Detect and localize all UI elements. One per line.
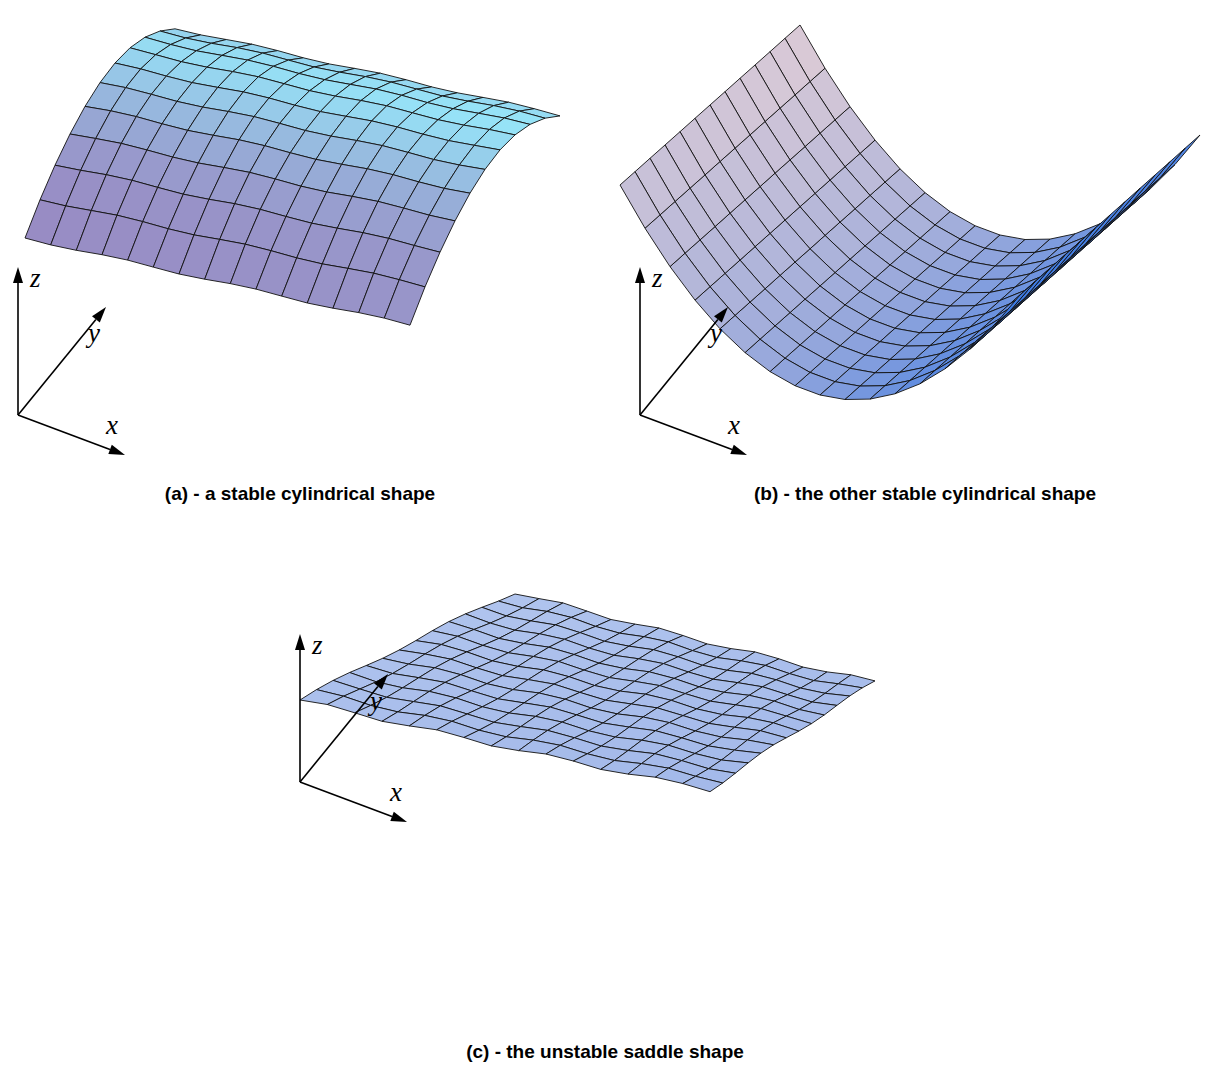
mesh-cell <box>384 280 425 326</box>
axis-label: z <box>30 265 41 292</box>
axis-label: x <box>390 779 402 806</box>
arrow-head <box>730 445 747 455</box>
mesh-cell <box>620 172 660 229</box>
axis-label: y <box>710 320 722 347</box>
mesh-cell <box>399 246 440 287</box>
axis-line <box>640 319 718 415</box>
saddle-surface-c <box>300 594 875 792</box>
axis-line <box>300 686 378 782</box>
axis-line <box>300 782 392 816</box>
axis-line <box>18 415 110 449</box>
axis-line <box>17 283 19 415</box>
axis-label: y <box>370 688 382 715</box>
mesh-cell <box>429 188 470 221</box>
arrow-head <box>390 812 407 822</box>
arrow-head <box>108 445 125 455</box>
mesh-cell <box>920 356 960 384</box>
axis-label: z <box>312 632 323 659</box>
axis-line <box>299 650 301 782</box>
axis-line <box>640 415 732 449</box>
mesh-cell <box>950 329 990 357</box>
axis-label: x <box>728 412 740 439</box>
axis-label: z <box>652 265 663 292</box>
mesh-cell <box>444 165 485 193</box>
figure-caption: (b) - the other stable cylindrical shape <box>754 484 1096 503</box>
figure-caption: (a) - a stable cylindrical shape <box>165 484 435 503</box>
arrow-head <box>635 267 645 283</box>
axis-line <box>639 283 641 415</box>
axis-arrows <box>13 267 747 822</box>
axis-label: x <box>106 412 118 439</box>
arrow-head <box>295 634 305 650</box>
mesh-cell <box>935 342 975 370</box>
cylinder-surface-b <box>620 25 1200 400</box>
mesh-cell <box>995 282 1035 325</box>
axis-line <box>18 319 96 415</box>
figure-caption: (c) - the unstable saddle shape <box>466 1042 744 1061</box>
axis-label: y <box>88 320 100 347</box>
arrow-head <box>13 267 23 283</box>
mesh-cell <box>895 370 935 393</box>
cylinder-surface-a <box>25 29 560 325</box>
mesh-cell <box>683 776 723 791</box>
